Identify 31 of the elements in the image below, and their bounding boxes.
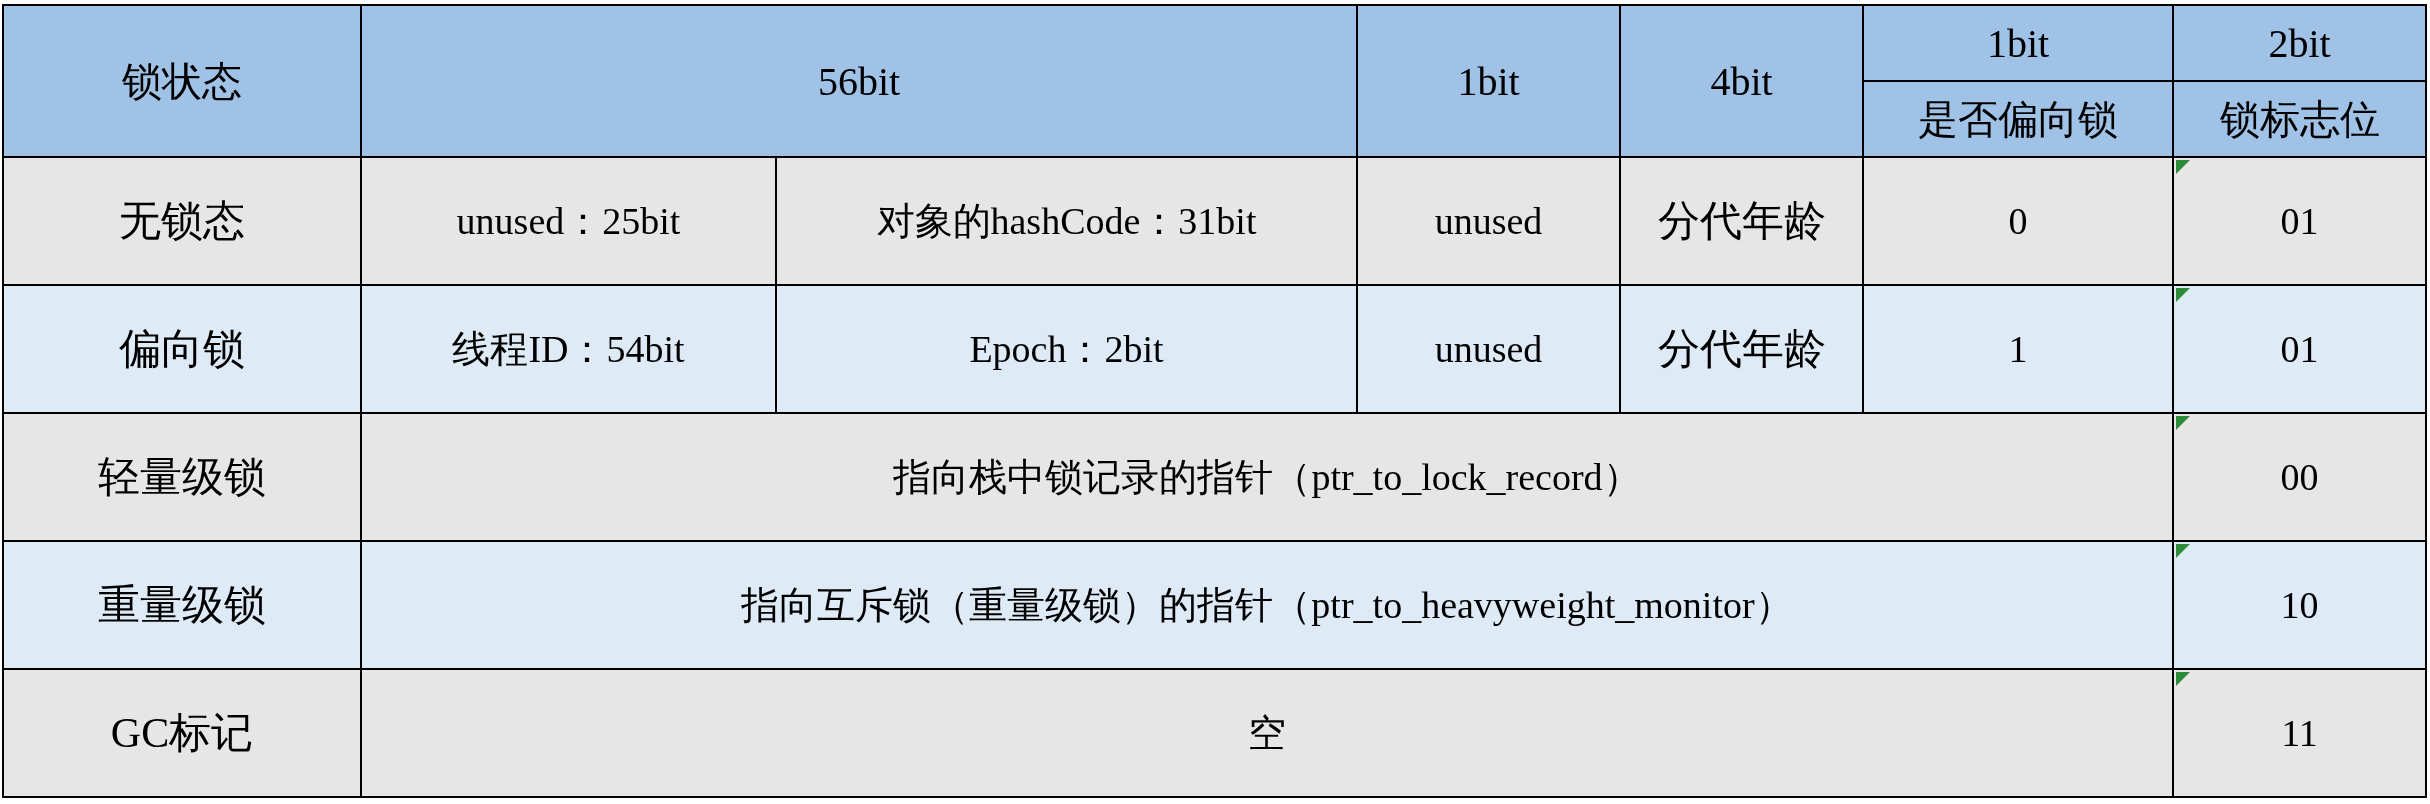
header-cell: 是否偏向锁 (1864, 82, 2174, 158)
table-cell: Epoch：2bit (777, 286, 1358, 414)
table-cell: 0 (1864, 158, 2174, 286)
table-cell: 01 (2174, 286, 2427, 414)
header-cell: 2bit (2174, 6, 2427, 82)
table-cell: 指向栈中锁记录的指针（ptr_to_lock_record） (362, 414, 2174, 542)
table-cell: unused：25bit (362, 158, 777, 286)
row-header-cell: 轻量级锁 (4, 414, 362, 542)
row-header-cell: GC标记 (4, 670, 362, 798)
table-cell: 00 (2174, 414, 2427, 542)
table-cell: 01 (2174, 158, 2427, 286)
table-cell: 分代年龄 (1621, 158, 1864, 286)
row-header-cell: 偏向锁 (4, 286, 362, 414)
table-cell: 10 (2174, 542, 2427, 670)
table-cell: unused (1358, 158, 1621, 286)
table-cell: 线程ID：54bit (362, 286, 777, 414)
table-cell: 对象的hashCode：31bit (777, 158, 1358, 286)
header-cell: 4bit (1621, 6, 1864, 158)
table-cell: 空 (362, 670, 2174, 798)
row-header-cell: 无锁态 (4, 158, 362, 286)
table-cell: 分代年龄 (1621, 286, 1864, 414)
table-cell: 1 (1864, 286, 2174, 414)
header-cell: 锁状态 (4, 6, 362, 158)
header-cell: 56bit (362, 6, 1358, 158)
table-cell: 指向互斥锁（重量级锁）的指针（ptr_to_heavyweight_monitor） (362, 542, 2174, 670)
header-cell: 1bit (1864, 6, 2174, 82)
table-cell: 11 (2174, 670, 2427, 798)
table-cell: unused (1358, 286, 1621, 414)
header-cell: 锁标志位 (2174, 82, 2427, 158)
header-cell: 1bit (1358, 6, 1621, 158)
row-header-cell: 重量级锁 (4, 542, 362, 670)
